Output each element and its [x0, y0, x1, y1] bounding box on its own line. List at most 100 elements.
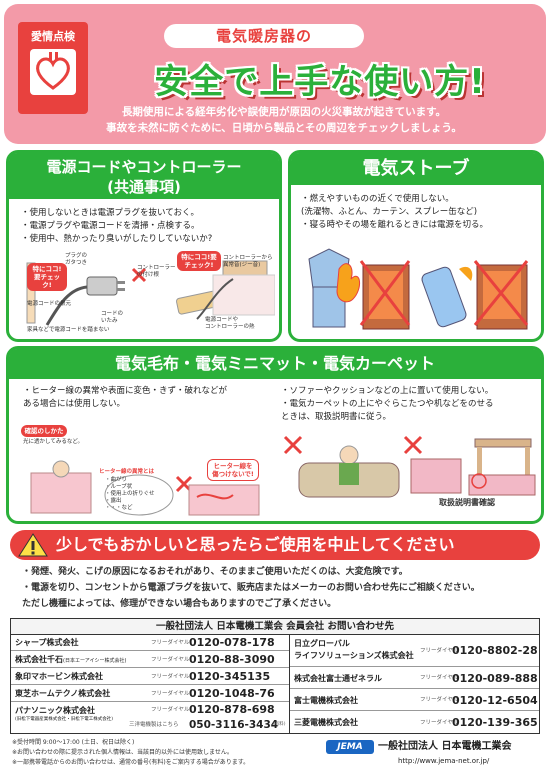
organization-name: 一般社団法人 日本電機工業会 — [378, 741, 512, 752]
bullet-item: ある場合には使用しない。 — [23, 399, 126, 409]
free-dial-label: フリーダイヤル — [420, 648, 459, 654]
bullet-item: ・ソファーやクッションなどの上に置いて使用しない。 — [281, 386, 494, 396]
company-name-text: 株式会社千石 — [15, 655, 63, 664]
section-title-line: 電源コードやコントローラー — [46, 158, 242, 176]
heater-abnormal-item: ・露出 — [105, 498, 122, 504]
controller-heat-label: 電源コードやコントローラーの熱 — [205, 317, 255, 330]
contact-row: 株式会社富士通ゼネラル フリーダイヤル 0120-089-888 — [290, 668, 539, 689]
phone-number: 0120-8802-28 — [452, 644, 538, 657]
phone-number: 0120-12-6504 — [452, 694, 538, 707]
intro-text: 長期使用による経年劣化や誤使用が原因の火災事故が起きています。 事故を未然に防ぐ… — [44, 104, 524, 136]
heater-abnormal-title: ヒーター線の異常とは — [99, 469, 155, 475]
company-name: シャープ株式会社 — [15, 638, 79, 647]
sanyo-number: 050-3116-3434 — [189, 719, 279, 731]
bullet-item: ・使用中、熱かったり臭いがしたりしていないか? — [21, 234, 213, 244]
header-banner: 愛情点検 電気暖房器の 安全で上手な使い方! 長期使用による経年劣化や誤使用が原… — [4, 4, 546, 144]
section-title: 電源コードやコントローラー (共通事項) — [9, 153, 279, 199]
contact-row: パナソニック株式会社 (旧松下電器産業株式会社・旧松下電工株式会社) フリーダイ… — [11, 703, 289, 734]
cord-bullets: ・使用しないときは電源プラグを抜いておく。 ・電源プラグや電源コードを清掃・点検… — [21, 207, 212, 246]
blanket-illustration — [30, 460, 260, 516]
section-title-line: (共通事項) — [107, 178, 181, 196]
phone-number: 0120-078-178 — [189, 636, 275, 649]
phone-number: 0120-878-698 — [189, 703, 275, 716]
section-title: 電気毛布・電気ミニマット・電気カーペット — [9, 349, 541, 379]
heater-abnormal-item: ・使用上の折りぐせ — [105, 491, 155, 497]
bullet-item: (洗濯物、ふとん、カーテン、スプレー缶など) — [301, 207, 478, 217]
check-method-desc: 光に透かしてみるなど。 — [23, 439, 84, 445]
free-dial-label: フリーダイヤル — [151, 640, 190, 646]
intro-line: 事故を未然に防ぐために、日頃から製品とその周辺をチェックしましょう。 — [106, 122, 462, 134]
check-method-tag: 確認のしかた — [21, 425, 67, 437]
company-name: 株式会社千石(日本エーアイシー株式会社) — [15, 652, 126, 669]
intro-line: 長期使用による経年劣化や誤使用が原因の火災事故が起きています。 — [121, 106, 447, 118]
free-dial-label: フリーダイヤル — [420, 697, 459, 703]
heater-caution: ヒーター線を傷つけないで! — [207, 459, 259, 481]
sanyo-note: 三洋電機製はこちら — [129, 722, 179, 728]
heater-abnormal-item: ・ループ状 — [105, 484, 133, 490]
column-divider — [289, 635, 290, 734]
contact-row: 株式会社千石(日本エーアイシー株式会社) フリーダイヤル 0120-88-309… — [11, 652, 289, 668]
phone-number: 0120-88-3090 — [189, 653, 275, 666]
heater-abnormal-item: ・曲がり — [105, 477, 128, 483]
sofa-carpet-illustration — [283, 435, 536, 498]
free-dial-label: フリーダイヤル — [151, 707, 190, 713]
logo-text: 愛情点検 — [31, 30, 75, 43]
warning-details: ・発煙、発火、こげの原因になるおそれがあり、そのままご使用いただくのは、大変危険… — [22, 564, 542, 612]
furniture-label: 家具などで電源コードを踏まない — [27, 327, 110, 333]
free-dial-label: フリーダイヤル — [420, 675, 459, 681]
cord-illustration — [26, 260, 275, 326]
phone-number: 0120-089-888 — [452, 672, 538, 685]
blanket-bullets-left: ・ヒーター線の異常や表面に変色・きず・破れなどが ある場合には使用しない。 — [23, 385, 227, 411]
contact-row: 東芝ホームテクノ株式会社 フリーダイヤル 0120-1048-76 — [11, 686, 289, 702]
blanket-mat-carpet-section: 電気毛布・電気ミニマット・電気カーペット ・ヒーター線の異常や表面に変色・きず・… — [6, 346, 544, 524]
bullet-item: ・電源プラグや電源コードを清掃・点検する。 — [21, 221, 200, 231]
company-name: 株式会社富士通ゼネラル — [294, 674, 382, 683]
check-tag: 特にココ!要チェック! — [27, 263, 67, 291]
warning-title: 少しでもおかしいと思ったらご使用を中止してください — [56, 535, 455, 554]
free-dial-label: フリーダイヤル — [420, 720, 459, 726]
contact-row: 三菱電機株式会社 フリーダイヤル 0120-139-365 — [290, 712, 539, 734]
bullet-item: ・ヒーター線の異常や表面に変色・きず・破れなどが — [23, 386, 228, 396]
cord-root-label: 電源コードの根元 — [27, 301, 72, 307]
warning-banner: 少しでもおかしいと思ったらご使用を中止してください — [10, 530, 540, 560]
controller-label: コントローラーの付け根 — [137, 265, 176, 278]
warning-line: ・電源を切り、コンセントから電源プラグを抜いて、販売店またはメーカーのお問い合わ… — [22, 583, 480, 593]
electric-stove-section: 電気ストーブ ・燃えやすいものの近くで使用しない。 (洗濯物、ふとん、カーテン、… — [288, 150, 544, 342]
free-dial-label: フリーダイヤル — [151, 674, 190, 680]
warning-line: ただし機種によっては、修理ができない場合もありますのでご了承ください。 — [22, 599, 337, 609]
contact-row: 象印マホービン株式会社 フリーダイヤル 0120-345135 — [11, 669, 289, 685]
manual-label: 取扱説明書確認 — [439, 498, 495, 507]
page-title: 安全で上手な使い方! — [154, 62, 486, 102]
check-tag: 特にココ!要チェック! — [177, 251, 221, 271]
company-name: 東芝ホームテクノ株式会社 — [15, 689, 111, 698]
contact-row: 日立グローバル ライフソリューションズ株式会社 フリーダイヤル 0120-880… — [290, 635, 539, 667]
bullet-item: ・燃えやすいものの近くで使用しない。 — [301, 194, 454, 204]
heart-plug-icon — [30, 49, 76, 95]
footer-notes: ※受付時間 9:00〜17:00 (土日、祝日は除く) ※お問い合わせの際に提示… — [12, 738, 332, 768]
company-subname: (旧松下電器産業株式会社・旧松下電工株式会社) — [15, 717, 114, 722]
cord-controller-section: 電源コードやコントローラー (共通事項) ・使用しないときは電源プラグを抜いてお… — [6, 150, 282, 342]
subtitle: 電気暖房器の — [164, 24, 364, 48]
phone-number: 0120-345135 — [189, 670, 271, 683]
company-name: パナソニック株式会社 — [15, 706, 95, 715]
footer-note: ※お問い合わせの際に提示された個人情報は、当該目的以外には使用致しません。 — [12, 749, 233, 756]
footer-note: ※受付時間 9:00〜17:00 (土日、祝日は除く) — [12, 739, 135, 746]
jema-logo: JEMA — [326, 740, 374, 754]
phone-number: 0120-1048-76 — [189, 687, 275, 700]
warning-line: ・発煙、発火、こげの原因になるおそれがあり、そのままご使用いただくのは、大変危険… — [22, 567, 408, 577]
aijo-tenken-logo: 愛情点検 — [18, 22, 88, 114]
warning-triangle-icon — [18, 533, 48, 557]
controller-sound-label: コントローラーから異常音(ジー音) — [223, 255, 273, 268]
contact-row: シャープ株式会社 フリーダイヤル 0120-078-178 — [11, 635, 289, 651]
free-dial-label: フリーダイヤル — [151, 691, 190, 697]
blanket-bullets-right: ・ソファーやクッションなどの上に置いて使用しない。 ・電気カーペットの上にやぐら… — [281, 385, 494, 424]
contact-title: 一般社団法人 日本電機工業会 会員会社 お問い合わせ先 — [11, 619, 539, 635]
company-subname: (日本エーアイシー株式会社) — [63, 658, 127, 664]
phone-number: 0120-139-365 — [452, 716, 538, 729]
sanyo-suffix: (有料) — [273, 722, 286, 727]
section-title: 電気ストーブ — [291, 153, 541, 185]
company-name: 日立グローバル ライフソリューションズ株式会社 — [294, 639, 414, 660]
company-name: 三菱電機株式会社 — [294, 718, 358, 727]
organization-url[interactable]: http://www.jema-net.or.jp/ — [398, 757, 490, 765]
